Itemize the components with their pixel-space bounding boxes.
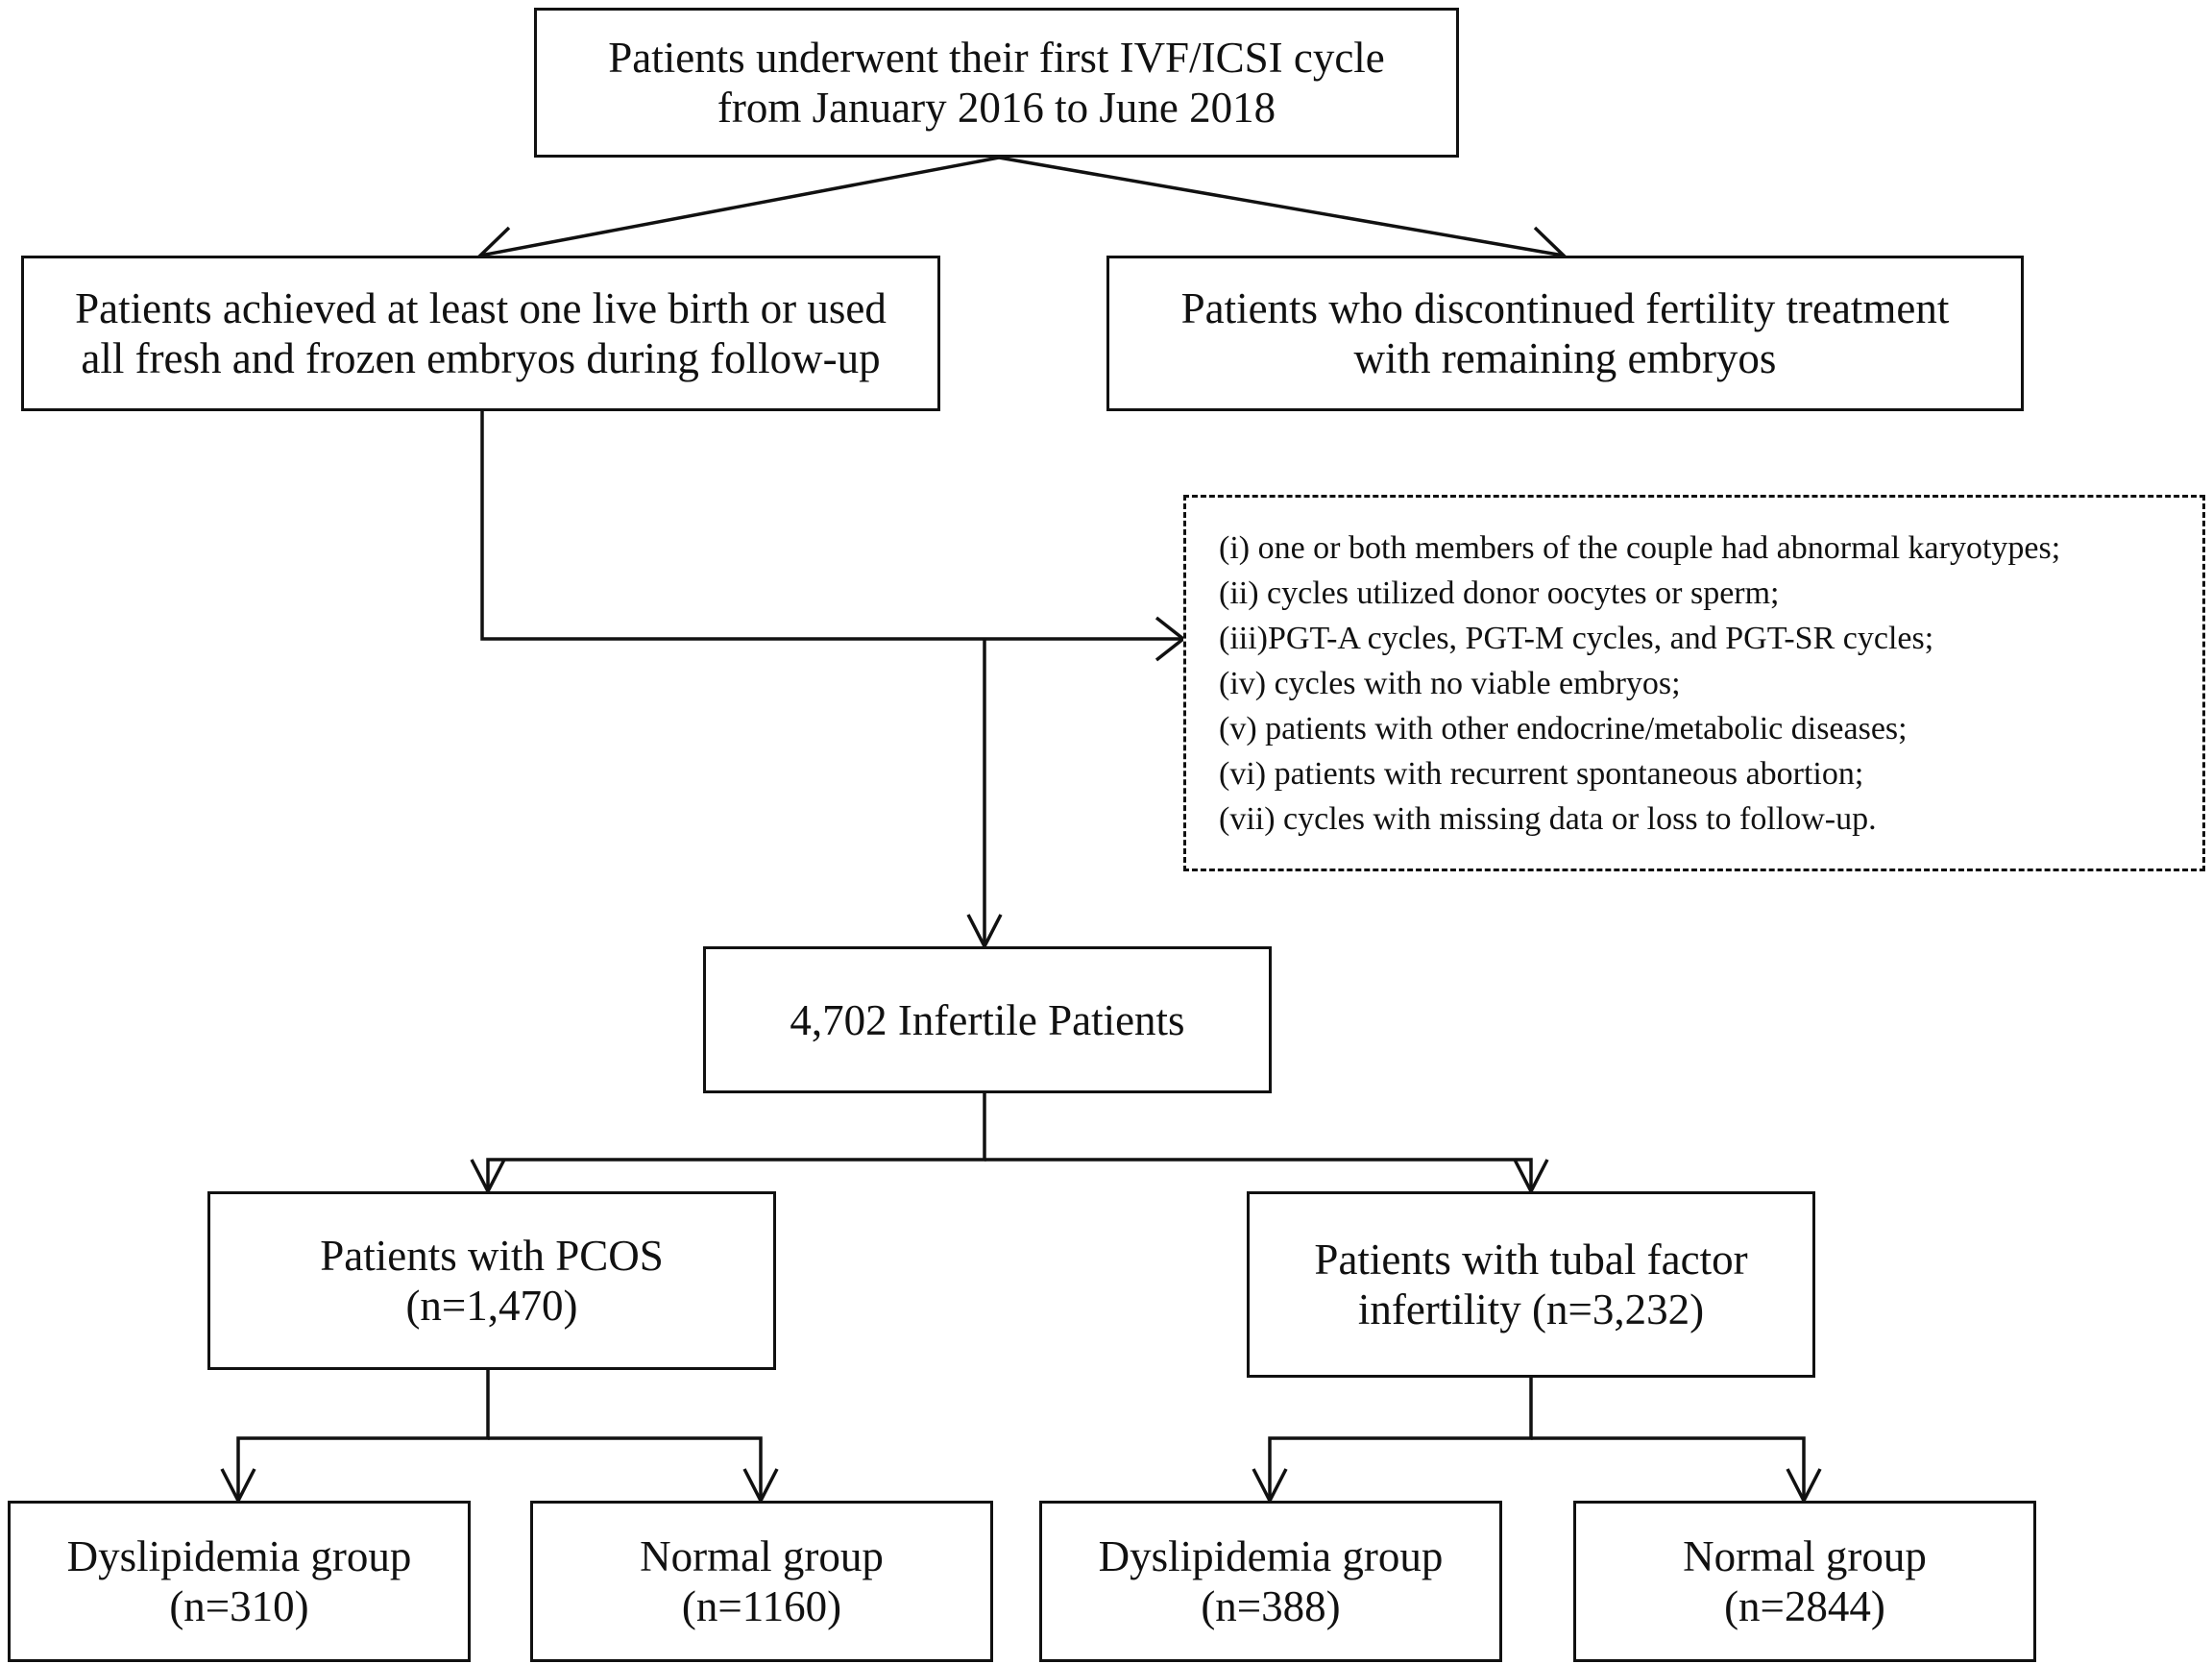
box-discontinued-line-1: Patients who discontinued fertility trea… [1180, 284, 1950, 332]
box-first-cycle-line-1: Patients underwent their first IVF/ICSI … [608, 34, 1385, 82]
box-tubal: Patients with tubal factor infertility (… [1247, 1191, 1815, 1378]
exclusion-item-4: (iv) cycles with no viable embryos; [1219, 665, 1681, 701]
box-pcos-normal-line-2: (n=1160) [681, 1582, 842, 1630]
box-total-patients-label: 4,702 Infertile Patients [790, 995, 1185, 1044]
box-pcos-normal: Normal group (n=1160) [530, 1501, 993, 1662]
exclusion-item-3: (iii)PGT-A cycles, PGT-M cycles, and PGT… [1219, 620, 1934, 656]
exclusion-item-7: (vii) cycles with missing data or loss t… [1219, 800, 1877, 837]
box-pcos-normal-line-1: Normal group [640, 1532, 884, 1580]
box-pcos-line-1: Patients with PCOS [320, 1232, 664, 1280]
box-pcos-dyslipidemia-line-1: Dyslipidemia group [66, 1532, 412, 1580]
box-live-birth-line-1: Patients achieved at least one live birt… [75, 284, 887, 332]
box-live-birth-line-2: all fresh and frozen embryos during foll… [81, 334, 881, 382]
box-pcos: Patients with PCOS (n=1,470) [207, 1191, 776, 1370]
box-tubal-dyslipidemia: Dyslipidemia group (n=388) [1039, 1501, 1502, 1662]
box-tubal-line-2: infertility (n=3,232) [1357, 1285, 1705, 1334]
box-discontinued: Patients who discontinued fertility trea… [1106, 256, 2024, 411]
box-first-cycle: Patients underwent their first IVF/ICSI … [534, 8, 1459, 158]
line-tubal-to-normal [1531, 1436, 1806, 1501]
box-discontinued-line-2: with remaining embryos [1353, 334, 1777, 382]
line-pcos-split [236, 1370, 490, 1501]
box-exclusion-criteria: (i) one or both members of the couple ha… [1183, 495, 2205, 871]
line-total-split [486, 1093, 986, 1191]
box-pcos-dyslipidemia: Dyslipidemia group (n=310) [8, 1501, 471, 1662]
box-tubal-normal-line-1: Normal group [1683, 1532, 1927, 1580]
box-pcos-dyslipidemia-line-2: (n=310) [169, 1582, 309, 1630]
box-pcos-line-2: (n=1,470) [405, 1282, 578, 1330]
exclusion-item-1: (i) one or both members of the couple ha… [1219, 529, 2061, 566]
exclusion-item-6: (vi) patients with recurrent spontaneous… [1219, 755, 1864, 792]
box-live-birth: Patients achieved at least one live birt… [21, 256, 940, 411]
box-total-patients: 4,702 Infertile Patients [703, 946, 1272, 1093]
box-first-cycle-line-2: from January 2016 to June 2018 [717, 84, 1276, 132]
box-tubal-dyslipidemia-line-2: (n=388) [1201, 1582, 1341, 1630]
box-tubal-normal: Normal group (n=2844) [1573, 1501, 2036, 1662]
box-tubal-normal-line-2: (n=2844) [1724, 1582, 1885, 1630]
box-tubal-line-1: Patients with tubal factor [1314, 1236, 1748, 1284]
exclusion-item-5: (v) patients with other endocrine/metabo… [1219, 710, 1908, 746]
line-pcos-to-normal [488, 1436, 763, 1501]
arrow-start-to-live-birth [479, 156, 1000, 257]
arrow-start-to-discontinued [998, 156, 1565, 257]
line-total-to-tubal [984, 1158, 1533, 1191]
box-tubal-dyslipidemia-line-1: Dyslipidemia group [1098, 1532, 1444, 1580]
line-tubal-split [1268, 1378, 1533, 1501]
exclusion-item-2: (ii) cycles utilized donor oocytes or sp… [1219, 575, 1780, 611]
line-live-birth-to-exclusion [480, 411, 1183, 641]
